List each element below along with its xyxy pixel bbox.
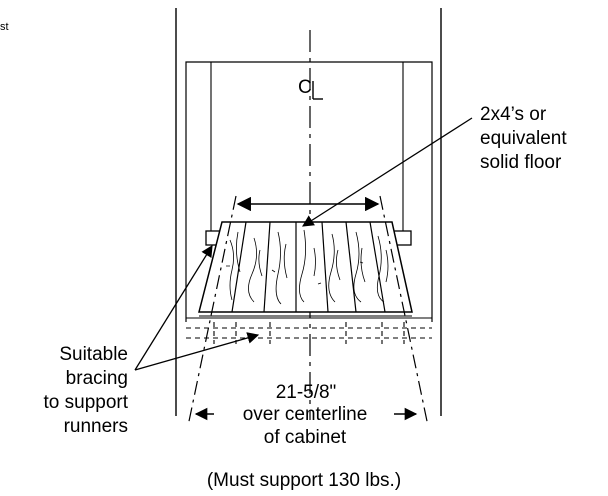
dimension-value: 21-5/8"	[276, 382, 337, 403]
dimension-extension-lines	[187, 195, 429, 427]
callout-floor-line-1: 2x4’s or	[480, 104, 547, 125]
callout-bracing-line-4: runners	[64, 416, 128, 437]
dimension-label: 21-5/8" over centerline of cabinet	[243, 382, 368, 448]
caption: (Must support 130 lbs.)	[207, 470, 401, 491]
callout-bracing: Suitable bracing to support runners	[44, 344, 129, 437]
leader-lines	[134, 117, 473, 371]
callout-floor-line-2: equivalent	[480, 128, 567, 149]
dimension-line-3: of cabinet	[264, 427, 347, 448]
callout-bracing-line-2: bracing	[66, 368, 128, 389]
callout-bracing-line-1: Suitable	[59, 344, 128, 365]
dimension-line-2: over centerline	[243, 404, 368, 425]
cabinet-walls	[175, 8, 442, 416]
centerline-symbol: C	[298, 77, 312, 98]
callout-bracing-line-3: to support	[44, 392, 129, 413]
wood-floor	[198, 221, 413, 317]
support-lines	[186, 322, 432, 344]
callout-floor-line-3: solid floor	[480, 152, 562, 173]
callout-floor: 2x4’s or equivalent solid floor	[480, 104, 567, 173]
edge-text-fragment: st	[0, 21, 9, 33]
